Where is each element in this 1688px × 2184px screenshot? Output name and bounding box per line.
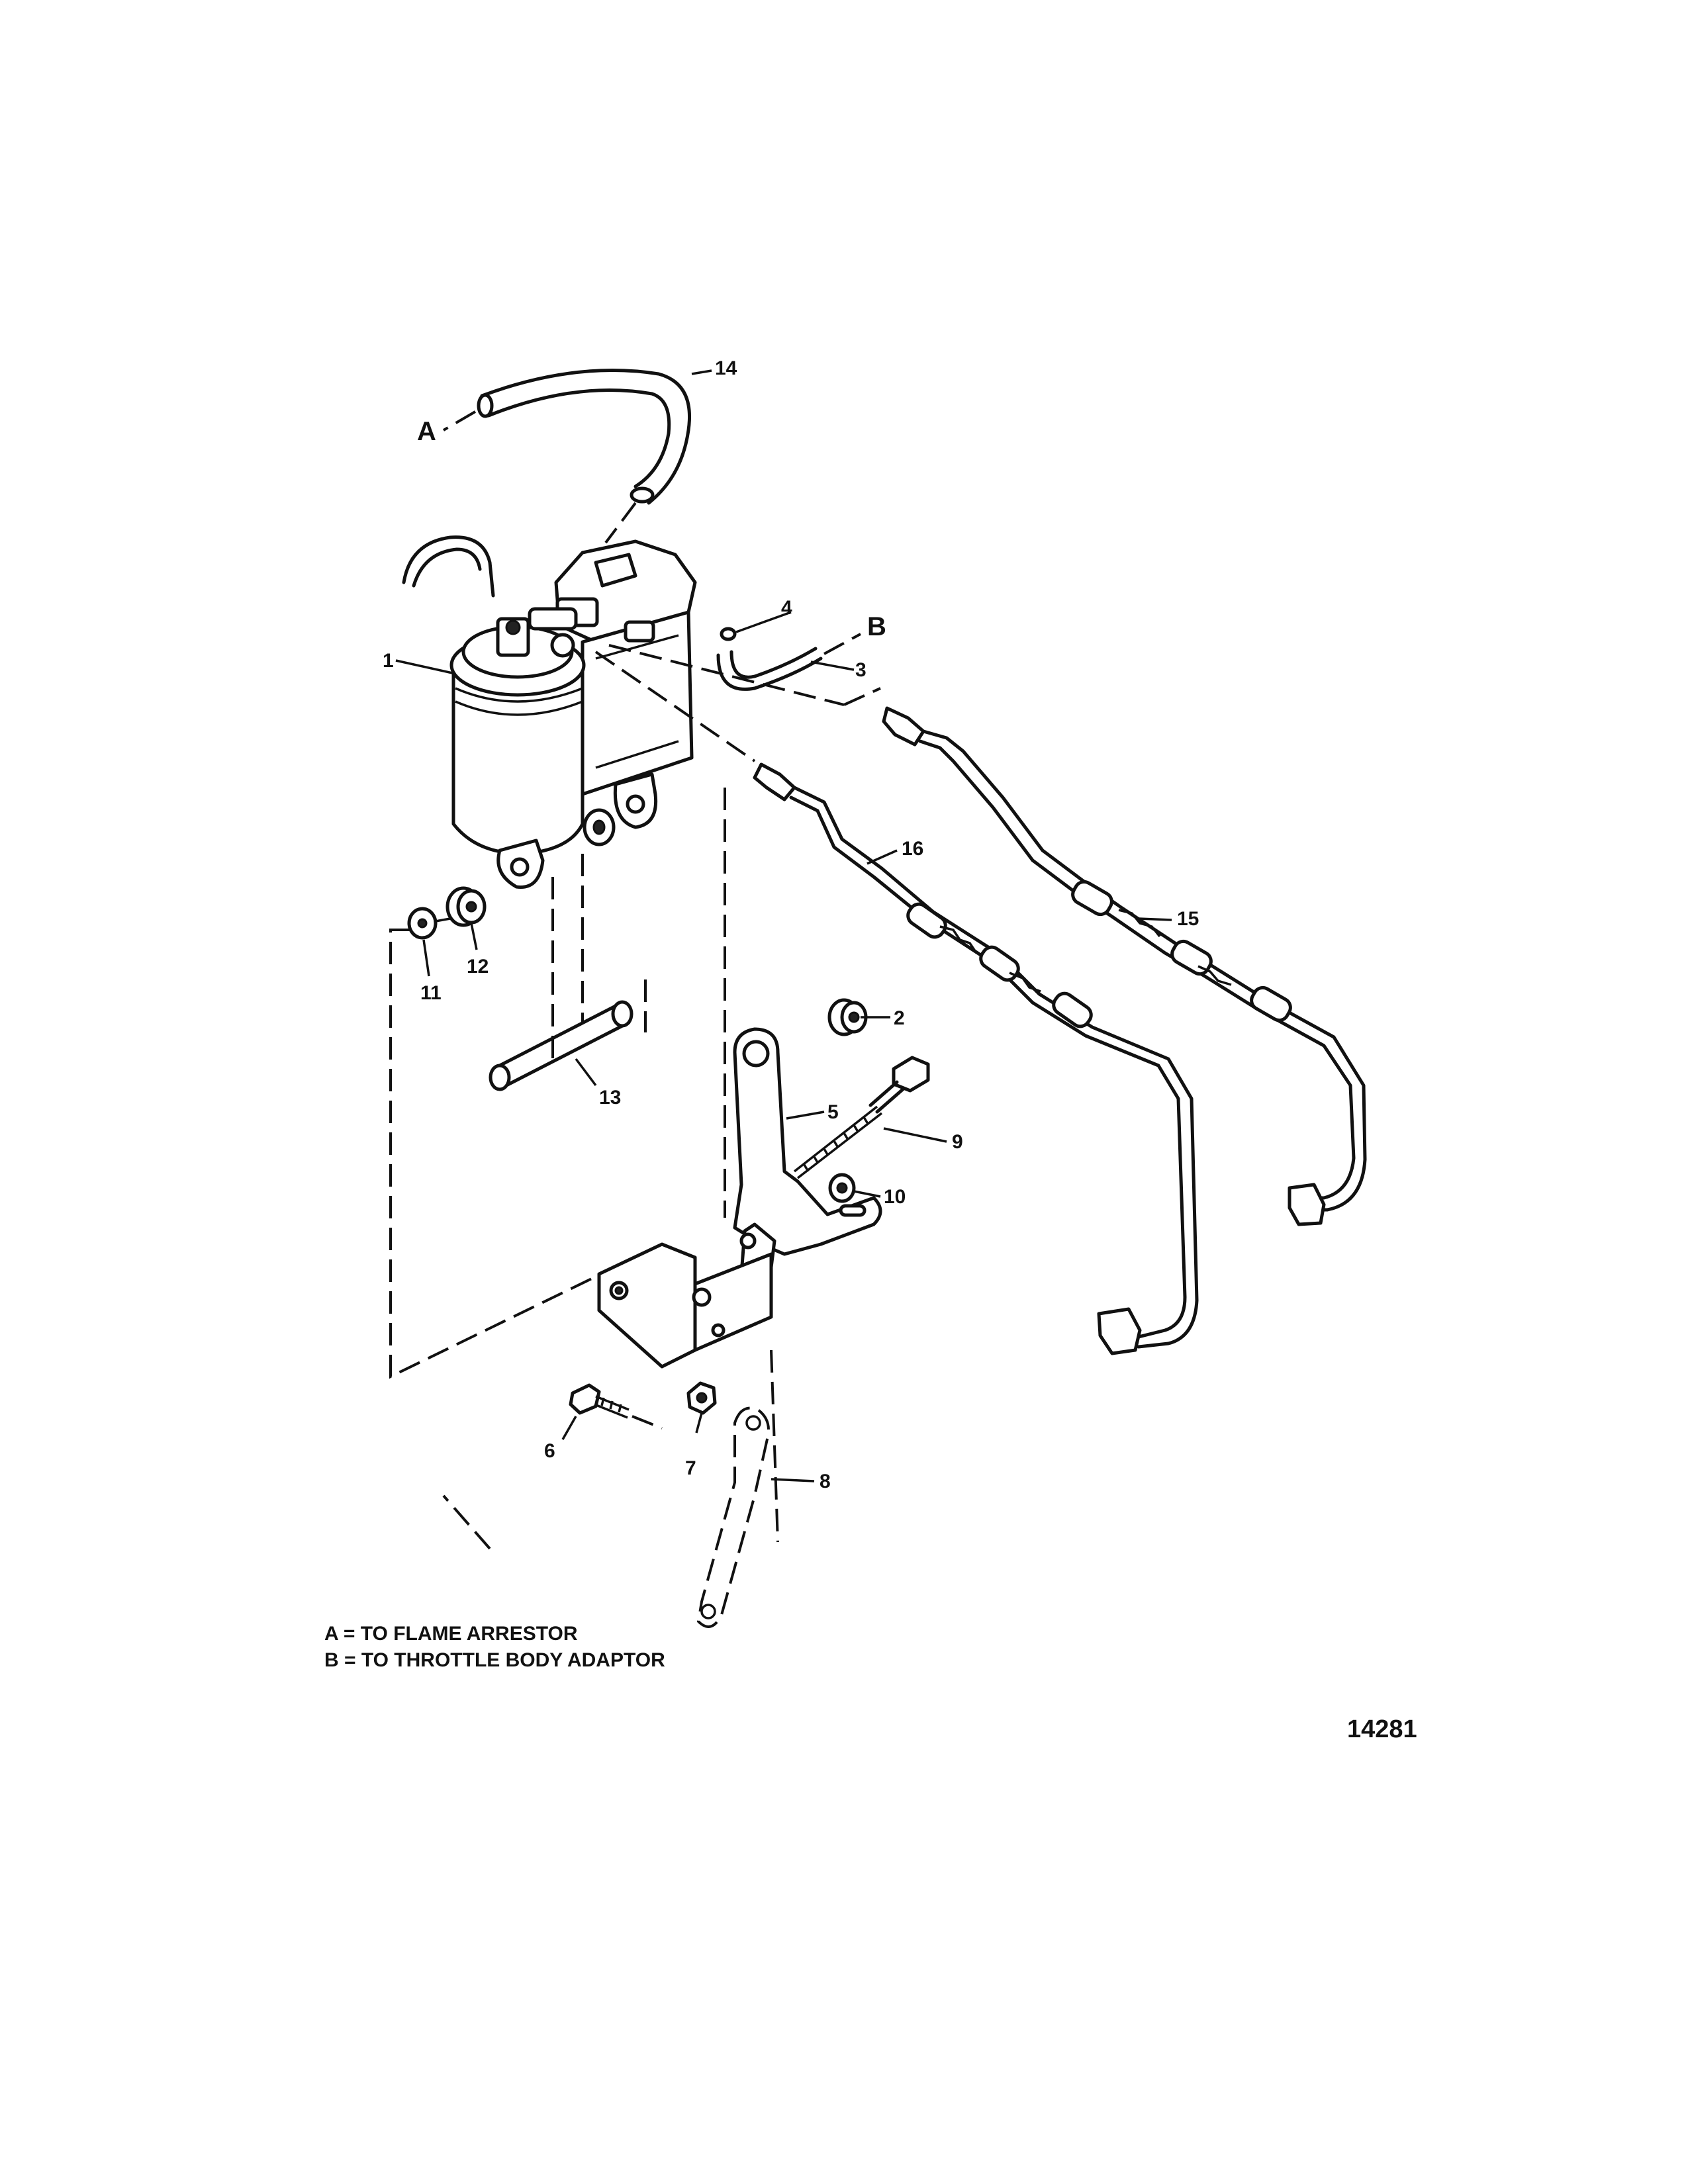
bracket-5: [733, 1027, 882, 1256]
callout-13: 13: [599, 1087, 621, 1109]
callout-9: 9: [952, 1131, 963, 1153]
clamp-4: [720, 611, 792, 641]
link-arm-8: [696, 1406, 770, 1628]
grommet-12: [445, 886, 487, 927]
hose-14: [442, 369, 691, 544]
screw-11: [407, 907, 451, 940]
callout-10: 10: [884, 1186, 906, 1208]
callout-14: 14: [715, 357, 737, 379]
callout-4: 4: [781, 597, 792, 619]
fuel-line-16: [594, 651, 1199, 1355]
callout-11: 11: [420, 982, 442, 1004]
fuel-module-1: [402, 535, 697, 889]
fuel-line-15: [608, 644, 1367, 1226]
callout-15: 15: [1177, 908, 1199, 930]
assembly-lines: [389, 788, 779, 1550]
legend-line-b: B = TO THROTTLE BODY ADAPTOR: [324, 1649, 665, 1671]
legend: A = TO FLAME ARRESTOR B = TO THROTTLE BO…: [324, 1623, 665, 1671]
spacer-13: [489, 1000, 633, 1091]
washer-10: [828, 1173, 856, 1203]
connection-letter-b: B: [867, 612, 886, 641]
callout-6: 6: [544, 1440, 555, 1462]
callout-labels: 14 1 4 3 16 15 2 5 9 10 11 12 13 6 7 8: [383, 357, 1199, 1492]
connection-letter-a: A: [417, 417, 436, 446]
bolt-9: [793, 1056, 930, 1179]
legend-line-a: A = TO FLAME ARRESTOR: [324, 1623, 578, 1645]
callout-16: 16: [902, 838, 923, 860]
callout-3: 3: [855, 659, 867, 681]
callout-5: 5: [827, 1101, 839, 1123]
figure-number: 14281: [1347, 1715, 1417, 1743]
callout-1: 1: [383, 650, 394, 672]
leader-lines: [395, 369, 1172, 1482]
callout-8: 8: [820, 1471, 831, 1492]
mounting-plate: [597, 1222, 776, 1369]
hose-3: [716, 633, 861, 691]
grommet-2: [827, 998, 868, 1036]
bolt-6: [569, 1383, 663, 1430]
callout-7: 7: [685, 1457, 696, 1479]
connection-letters: A B: [417, 417, 886, 641]
nut-7: [686, 1381, 717, 1415]
callout-2: 2: [894, 1007, 905, 1029]
callout-12: 12: [467, 956, 489, 978]
